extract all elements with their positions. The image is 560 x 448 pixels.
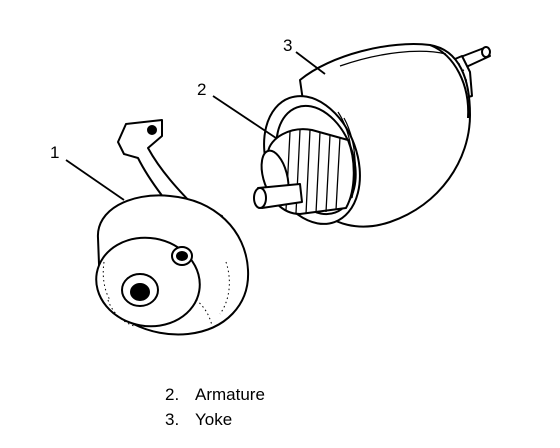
legend-item: 2. Armature [165, 382, 465, 407]
legend-number: 3. [165, 410, 180, 429]
callout-1: 1 [50, 143, 59, 162]
leader-2 [212, 95, 277, 139]
callout-leaders [65, 51, 326, 201]
end-frame-part [95, 119, 250, 336]
armature-part [253, 128, 355, 215]
callout-3: 3 [283, 36, 292, 55]
legend-number: 2. [165, 385, 180, 404]
callout-2: 2 [197, 80, 206, 99]
leader-3 [295, 51, 326, 75]
parts-legend: 2. Armature 3. Yoke [165, 382, 465, 432]
legend-label: Armature [195, 385, 265, 404]
legend-item: 3. Yoke [165, 407, 465, 432]
leader-1 [65, 159, 125, 201]
legend-label: Yoke [195, 410, 233, 429]
